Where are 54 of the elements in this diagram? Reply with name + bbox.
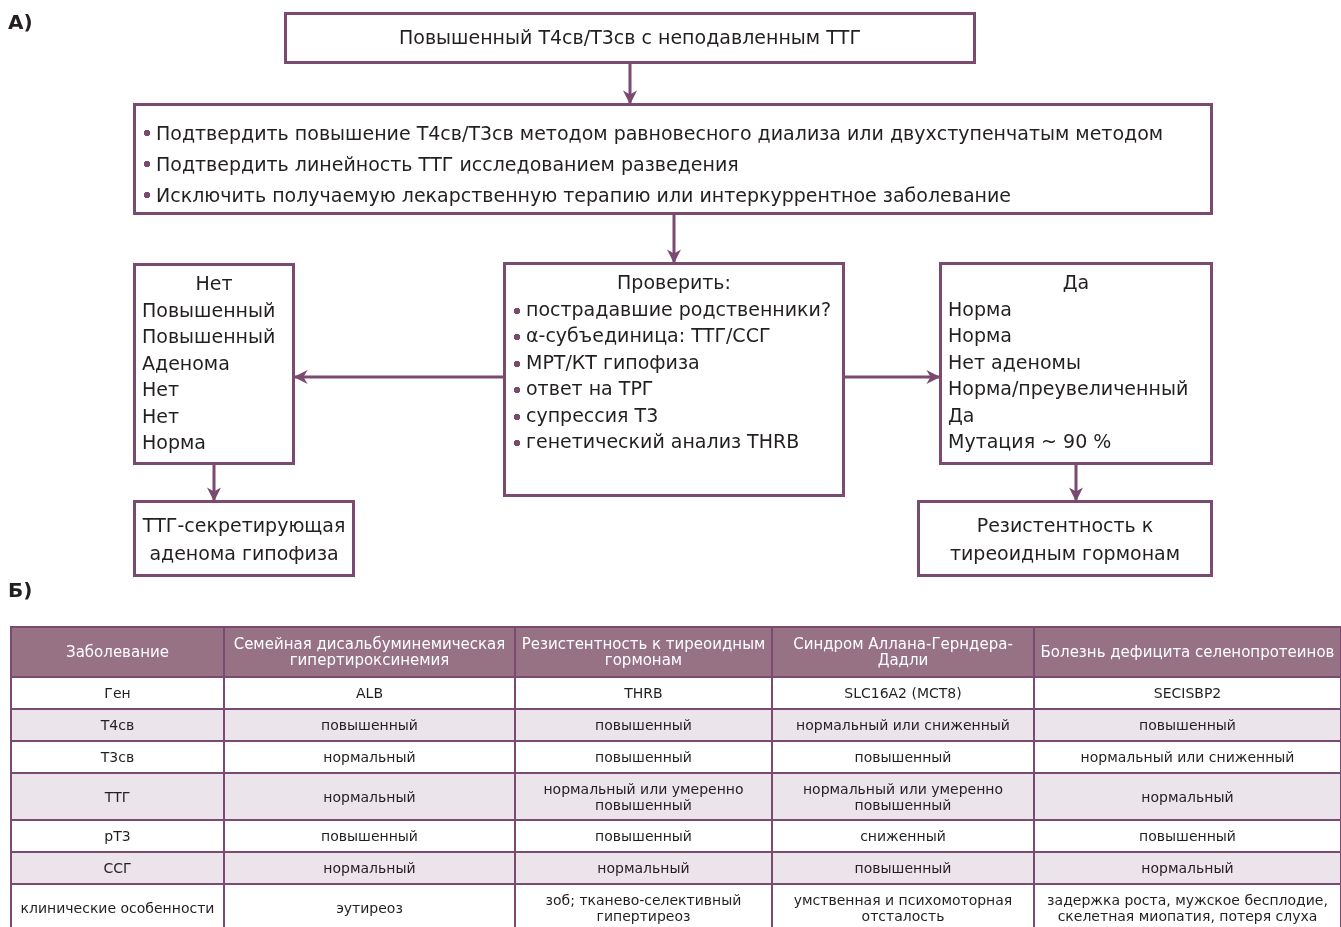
- table-cell: нормальный: [224, 773, 515, 820]
- table-cell: нормальный или умеренно повышенный: [515, 773, 772, 820]
- box-text: Нет: [142, 403, 180, 429]
- row-header-cell: ТТГ: [11, 773, 224, 820]
- box-text: Норма: [948, 296, 1012, 322]
- table-cell: повышенный: [224, 709, 515, 741]
- header-cell: Заболевание: [11, 627, 224, 677]
- box-heading: Проверить:: [617, 270, 731, 295]
- process-box: [284, 12, 976, 64]
- box-text: Норма: [142, 430, 206, 455]
- panel-label: Б): [8, 578, 33, 602]
- arrow: [1069, 465, 1083, 502]
- box-text: Повышенный Т4св/Т3св с неподавленным ТТГ: [399, 25, 861, 50]
- process-box: [503, 262, 845, 497]
- arrow: [845, 370, 941, 384]
- box-text: Нет: [142, 377, 180, 402]
- header-cell: Резистентность к тиреоидным гормонам: [515, 627, 772, 677]
- box-heading: Нет: [195, 271, 233, 296]
- box-text: Аденома: [142, 350, 230, 376]
- table-cell: повышенный: [772, 852, 1034, 884]
- table-cell: нормальный: [1034, 852, 1341, 884]
- box-text: Повышенный: [142, 297, 276, 323]
- header-cell: Семейная дисальбуминемическая гипертироксинемия: [224, 627, 515, 677]
- process-box: [133, 500, 355, 577]
- process-box: [133, 263, 295, 465]
- box-heading: Да: [1062, 270, 1090, 295]
- header-cell: Болезнь дефицита селенопротеинов: [1034, 627, 1341, 677]
- box-text: Нет аденомы: [948, 349, 1081, 375]
- box-text: Норма/преувеличенный: [948, 376, 1189, 401]
- row-header-cell: клинические особенности: [11, 884, 224, 927]
- table-cell: повышенный: [1034, 709, 1341, 741]
- box-text: Повышенный: [142, 324, 276, 349]
- row-header-cell: ССГ: [11, 852, 224, 884]
- arrow: [623, 64, 637, 105]
- row-header-cell: Т4св: [11, 709, 224, 741]
- box-text: Мутация ~ 90 %: [948, 429, 1112, 454]
- process-box: [939, 262, 1213, 465]
- arrow: [293, 370, 503, 384]
- panel-label: А): [8, 10, 33, 34]
- table-cell: нормальный: [515, 852, 772, 884]
- arrow: [207, 465, 221, 502]
- box-text: Да: [948, 402, 975, 428]
- header-cell: Синдром Аллана-Герндера-Дадли: [772, 627, 1034, 677]
- process-box: [133, 103, 1213, 215]
- table-cell: нормальный или сниженный: [772, 709, 1034, 741]
- box-text: ТТГ-секретирующая аденома гипофиза: [142, 513, 346, 566]
- arrow: [667, 215, 681, 264]
- table-cell: нормальный: [1034, 773, 1341, 820]
- table-cell: нормальный или умеренно повышенный: [772, 773, 1034, 820]
- process-box: [917, 500, 1213, 577]
- box-text: Резистентность к тиреоидным гормонам: [948, 513, 1182, 566]
- box-text: Норма: [948, 323, 1012, 348]
- table-cell: повышенный: [515, 709, 772, 741]
- table-cell: нормальный: [224, 852, 515, 884]
